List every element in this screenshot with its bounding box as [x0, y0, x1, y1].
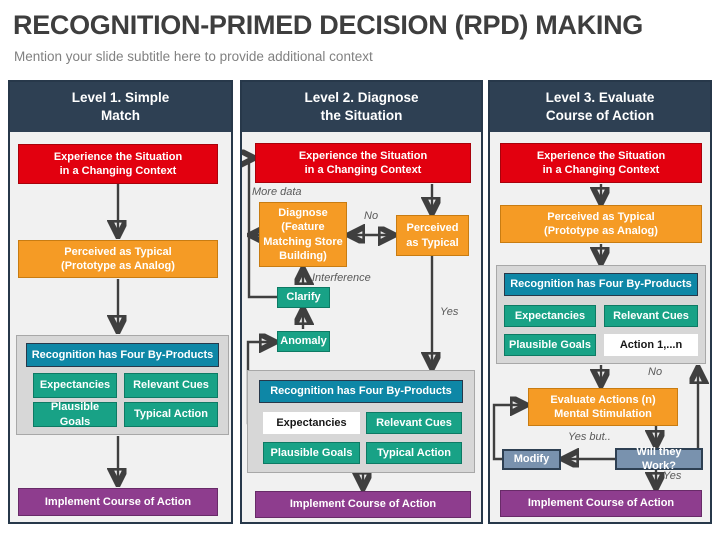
edge-label-yes: Yes	[663, 470, 682, 482]
node-expectancies: Expectancies	[504, 305, 596, 327]
panel-level3-header: Level 3. Evaluate Course of Action	[490, 82, 710, 132]
panel-level2-header: Level 2. Diagnose the Situation	[242, 82, 481, 132]
node-implement: Implement Course of Action	[18, 488, 218, 516]
node-anomaly: Anomaly	[277, 331, 330, 352]
node-typical-action: Typical Action	[124, 402, 218, 427]
edge-label-yes: Yes	[440, 306, 459, 318]
node-byproducts-header: Recognition has Four By-Products	[26, 343, 219, 367]
node-perceived: Perceived as Typical	[396, 215, 469, 256]
edge-label-no: No	[648, 366, 663, 378]
node-modify: Modify	[502, 449, 561, 470]
node-experience: Experience the Situation in a Changing C…	[18, 144, 218, 184]
node-perceived: Perceived as Typical (Prototype as Analo…	[500, 205, 702, 243]
node-expectancies: Expectancies	[263, 412, 360, 434]
panel-level2: Level 2. Diagnose the Situation Experien…	[240, 80, 483, 524]
edge-label-interference: Interference	[312, 272, 371, 284]
edge-label-no: No	[364, 210, 379, 222]
node-relevant-cues: Relevant Cues	[604, 305, 698, 327]
node-relevant-cues: Relevant Cues	[366, 412, 462, 434]
panel-level1-header: Level 1. Simple Match	[10, 82, 231, 132]
node-experience: Experience the Situation in a Changing C…	[500, 143, 702, 183]
slide-title: RECOGNITION-PRIMED DECISION (RPD) MAKING	[13, 10, 644, 40]
node-experience: Experience the Situation in a Changing C…	[255, 143, 471, 183]
node-byproducts-header: Recognition has Four By-Products	[504, 273, 698, 296]
node-plausible-goals: Plausible Goals	[504, 334, 596, 356]
node-typical-action: Typical Action	[366, 442, 462, 464]
node-byproducts-header: Recognition has Four By-Products	[259, 380, 463, 403]
edge-label-yes-but: Yes but..	[568, 431, 611, 443]
node-will-they-work: Will they Work?	[615, 446, 703, 472]
node-action-n: Action 1,...n	[604, 334, 698, 356]
slide-subtitle: Mention your slide subtitle here to prov…	[14, 49, 373, 64]
node-plausible-goals: Plausible Goals	[263, 442, 360, 464]
panel-level3: Level 3. Evaluate Course of Action Exper…	[488, 80, 712, 524]
node-diagnose: Diagnose (Feature Matching Store Buildin…	[259, 202, 347, 267]
node-perceived: Perceived as Typical (Prototype as Analo…	[18, 240, 218, 278]
node-expectancies: Expectancies	[33, 373, 117, 398]
node-clarify: Clarify	[277, 287, 330, 308]
panel-level1: Level 1. Simple Match Experience the Sit…	[8, 80, 233, 524]
node-plausible-goals: Plausible Goals	[33, 401, 117, 428]
node-evaluate-actions: Evaluate Actions (n) Mental Stimulation	[528, 388, 678, 426]
node-implement: Implement Course of Action	[255, 491, 471, 518]
node-relevant-cues: Relevant Cues	[124, 373, 218, 398]
edge-label-more-data: More data	[252, 186, 302, 198]
node-implement: Implement Course of Action	[500, 490, 702, 517]
